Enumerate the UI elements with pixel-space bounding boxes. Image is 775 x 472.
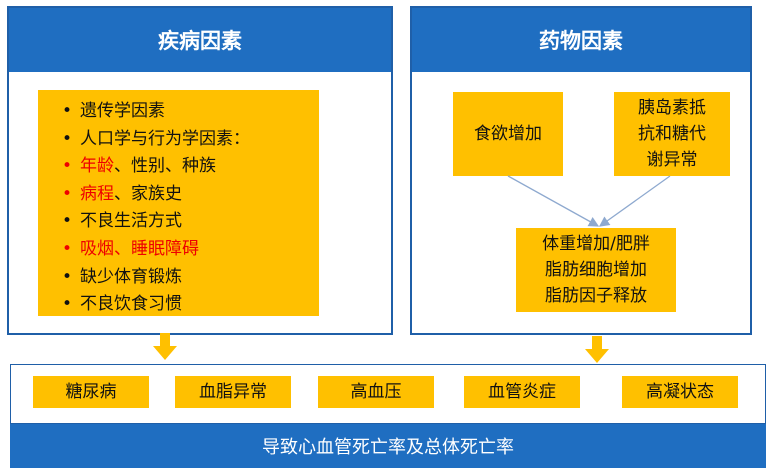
disease-factor-text: 吸烟、睡眠障碍 [80, 238, 199, 259]
outcome-hypertension: 高血压 [318, 376, 434, 408]
drug-factors-title: 药物因素 [412, 8, 750, 72]
disease-factor-text: 不良生活方式 [80, 211, 182, 232]
disease-factors-title: 疾病因素 [9, 8, 391, 72]
disease-factor-text: 、性别、种族 [114, 156, 216, 177]
disease-factor-item: 不良饮食习惯 [62, 291, 319, 319]
appetite-box: 食欲增加 [453, 92, 563, 176]
disease-factors-panel: 疾病因素 遗传学因素人口学与行为学因素：年龄、性别、种族病程、家族史不良生活方式… [7, 6, 393, 335]
disease-factor-item: 年龄、性别、种族 [62, 153, 319, 181]
disease-factor-item: 人口学与行为学因素： [62, 126, 319, 154]
insulin-label: 胰岛素抵 抗和糖代 谢异常 [638, 98, 706, 170]
outcome-dyslipidemia: 血脂异常 [175, 376, 291, 408]
appetite-label: 食欲增加 [474, 124, 542, 144]
disease-factors-list: 遗传学因素人口学与行为学因素：年龄、性别、种族病程、家族史不良生活方式吸烟、睡眠… [38, 90, 319, 319]
disease-factor-text: 病程 [80, 183, 114, 204]
outcome-hypercoagulable: 高凝状态 [622, 376, 738, 408]
disease-factors-box: 遗传学因素人口学与行为学因素：年龄、性别、种族病程、家族史不良生活方式吸烟、睡眠… [38, 90, 319, 319]
arrow-appetite-to-weight [507, 175, 600, 227]
left-down-arrow-icon [153, 333, 177, 360]
disease-factor-text: 缺少体育锻炼 [80, 266, 182, 287]
insulin-box: 胰岛素抵 抗和糖代 谢异常 [614, 92, 730, 176]
arrow-insulin-to-weight [598, 175, 671, 227]
disease-factor-item: 病程、家族史 [62, 181, 319, 209]
disease-factor-item: 遗传学因素 [62, 98, 319, 126]
disease-factor-item: 缺少体育锻炼 [62, 264, 319, 292]
weight-label: 体重增加/肥胖 脂肪细胞增加 脂肪因子释放 [542, 234, 650, 306]
disease-factor-item: 吸烟、睡眠障碍 [62, 236, 319, 264]
disease-factor-text: 年龄 [80, 156, 114, 177]
disease-factor-text: 人口学与行为学因素： [80, 128, 250, 149]
outcome-diabetes: 糖尿病 [33, 376, 149, 408]
drug-factors-panel: 药物因素 食欲增加 胰岛素抵 抗和糖代 谢异常 体重增加/肥胖 脂肪细胞增加 脂… [410, 6, 752, 335]
disease-factor-text: 遗传学因素 [80, 101, 165, 121]
disease-factor-item: 不良生活方式 [62, 208, 319, 236]
right-down-arrow-icon [585, 336, 609, 363]
outcome-vascular-inflammation: 血管炎症 [464, 376, 580, 408]
converging-arrows [507, 175, 671, 227]
disease-factor-text: 不良饮食习惯 [80, 294, 182, 315]
disease-factor-text: 、家族史 [114, 183, 182, 204]
weight-box: 体重增加/肥胖 脂肪细胞增加 脂肪因子释放 [516, 228, 676, 312]
mortality-bar: 导致心血管死亡率及总体死亡率 [10, 424, 766, 468]
